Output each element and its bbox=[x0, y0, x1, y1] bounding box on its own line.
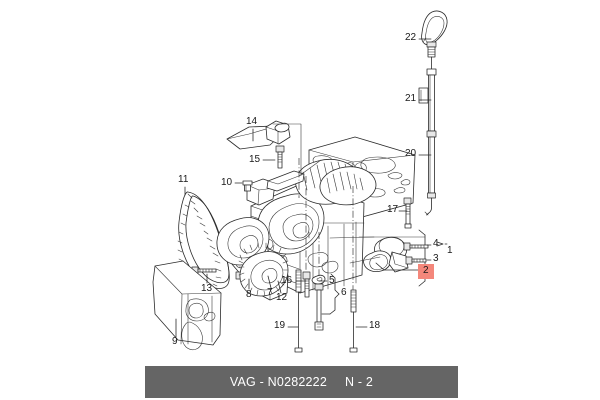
callout-5[interactable]: 5 bbox=[329, 275, 335, 286]
footer-sheet-number: N - 2 bbox=[344, 375, 374, 389]
callout-3[interactable]: 3 bbox=[433, 253, 439, 264]
callout-8[interactable]: 8 bbox=[246, 289, 252, 300]
bolt-17 bbox=[403, 197, 412, 229]
drive-sprockets bbox=[216, 217, 289, 297]
callout-4[interactable]: 4 bbox=[433, 238, 439, 249]
callout-6[interactable]: 6 bbox=[341, 287, 347, 298]
callout-7[interactable]: 7 bbox=[267, 287, 273, 298]
callout-20[interactable]: 20 bbox=[405, 148, 417, 159]
sealing-plug bbox=[242, 180, 253, 192]
centre-lines bbox=[298, 158, 354, 290]
callout-13[interactable]: 13 bbox=[201, 283, 213, 294]
callout-10[interactable]: 10 bbox=[221, 177, 233, 188]
oil-spray-nozzle-group bbox=[363, 229, 448, 287]
leader-lines bbox=[175, 38, 432, 338]
callout-1[interactable]: 1 bbox=[447, 245, 453, 256]
callout-19[interactable]: 19 bbox=[274, 320, 286, 331]
callout-12[interactable]: 12 bbox=[276, 292, 288, 303]
chain-cover-plate bbox=[152, 260, 222, 351]
callout-21[interactable]: 21 bbox=[405, 93, 417, 104]
oil-baffle-plate bbox=[226, 120, 291, 169]
dipstick-assembly bbox=[418, 10, 448, 216]
fastener-set bbox=[294, 269, 358, 353]
callout-17[interactable]: 17 bbox=[387, 204, 399, 215]
footer-bar: VAG - N0282222 N - 2 bbox=[145, 366, 458, 398]
assembly-reference-lines bbox=[272, 123, 426, 264]
callout-14[interactable]: 14 bbox=[246, 116, 258, 127]
footer-part-number: VAG - N0282222 bbox=[229, 375, 327, 389]
callout-2-highlighted[interactable]: 2 bbox=[418, 264, 434, 279]
callout-18[interactable]: 18 bbox=[369, 320, 381, 331]
callout-16[interactable]: 16 bbox=[281, 275, 293, 286]
callout-15[interactable]: 15 bbox=[249, 154, 261, 165]
callout-9[interactable]: 9 bbox=[172, 336, 178, 347]
callout-22[interactable]: 22 bbox=[405, 32, 417, 43]
callout-11[interactable]: 11 bbox=[178, 174, 189, 185]
